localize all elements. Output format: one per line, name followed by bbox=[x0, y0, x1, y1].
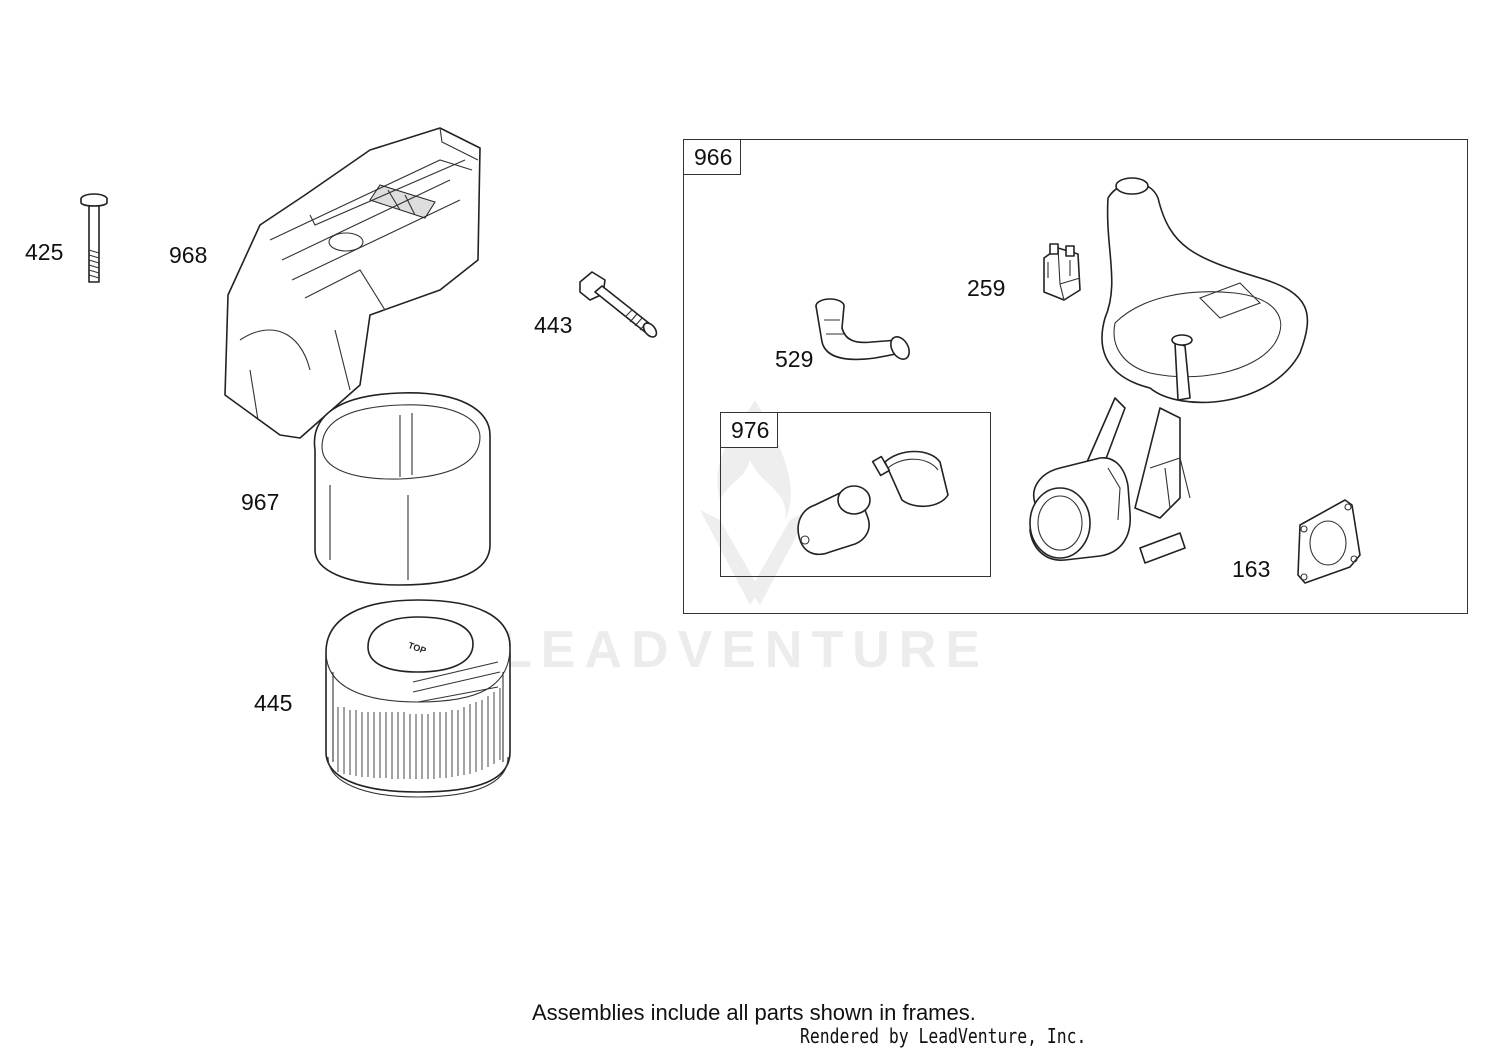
part-label-443: 443 bbox=[534, 312, 573, 338]
frame-976: 976 bbox=[720, 412, 991, 577]
part-label-529: 529 bbox=[775, 346, 814, 372]
frame-976-label: 976 bbox=[720, 412, 779, 448]
part-445-air-filter bbox=[325, 599, 511, 798]
footer-note: Assemblies include all parts shown in fr… bbox=[532, 1000, 976, 1025]
part-label-163: 163 bbox=[1232, 556, 1271, 582]
part-966-air-cleaner-base bbox=[1029, 177, 1309, 564]
part-label-967: 967 bbox=[241, 489, 280, 515]
part-label-445: 445 bbox=[254, 690, 293, 716]
part-529-elbow-tube bbox=[815, 298, 910, 361]
part-443-stud bbox=[579, 271, 658, 338]
frame-966-label: 966 bbox=[683, 139, 742, 175]
part-163-gasket bbox=[1297, 499, 1361, 584]
part-968-air-cleaner-cover bbox=[224, 127, 481, 439]
part-label-968: 968 bbox=[169, 242, 208, 268]
part-259-clip bbox=[1043, 243, 1081, 301]
part-label-425: 425 bbox=[25, 239, 64, 265]
part-967-pre-cleaner bbox=[313, 392, 491, 586]
part-label-259: 259 bbox=[967, 275, 1006, 301]
render-credit: Rendered by LeadVenture, Inc. bbox=[800, 1024, 1087, 1048]
watermark-text: LEADVENTURE bbox=[500, 621, 990, 679]
frame-966: 966 bbox=[683, 139, 1468, 614]
part-425-bolt bbox=[80, 193, 108, 283]
part-976-breather-tube bbox=[797, 450, 949, 556]
